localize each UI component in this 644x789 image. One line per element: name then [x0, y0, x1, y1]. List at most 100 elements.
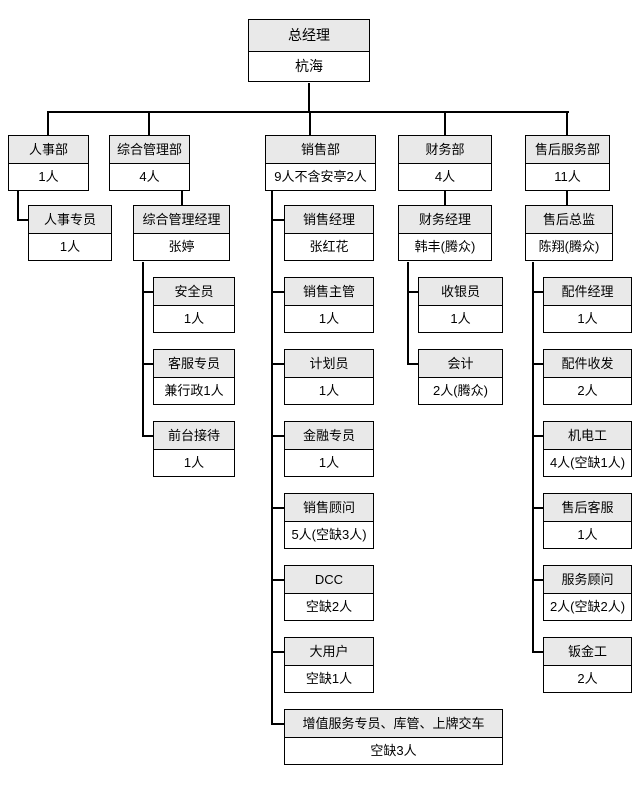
node-mechanic: 机电工 4人(空缺1人) — [543, 421, 632, 477]
node-title: 售后总监 — [526, 206, 612, 234]
connector-admin-manager — [181, 191, 183, 205]
connector-trunk-sales — [271, 191, 273, 725]
node-value: 空缺2人 — [305, 599, 353, 614]
node-value: 陈翔(腾众) — [538, 239, 600, 254]
node-aftersales-service: 售后客服 1人 — [543, 493, 632, 549]
node-admin-dept: 综合管理部 4人 — [109, 135, 190, 191]
node-sales-consultant: 销售顾问 5人(空缺3人) — [284, 493, 374, 549]
connector-elbow-panel-beater — [532, 651, 543, 653]
node-value: 杭海 — [295, 58, 323, 74]
node-dcc: DCC 空缺2人 — [284, 565, 374, 621]
connector-aftersales-director — [566, 191, 568, 205]
node-value: 1人 — [450, 311, 471, 326]
node-value: 韩丰(腾众) — [414, 239, 476, 254]
node-title: 销售部 — [266, 136, 375, 164]
connector-elbow-sales-manager — [271, 219, 284, 221]
node-title: 综合管理部 — [110, 136, 189, 164]
connector-elbow-parts-dispatch — [532, 363, 543, 365]
node-title: 增值服务专员、库管、上牌交车 — [285, 710, 502, 738]
connector-root-stem — [308, 83, 310, 113]
connector-main-horizontal — [48, 111, 569, 113]
node-value-added-services: 增值服务专员、库管、上牌交车 空缺3人 — [284, 709, 503, 765]
node-title: 前台接待 — [154, 422, 234, 450]
connector-stub-sales-dept — [309, 111, 311, 135]
node-hr-dept: 人事部 1人 — [8, 135, 89, 191]
connector-elbow-customer-service — [142, 363, 153, 365]
node-title: 配件收发 — [544, 350, 631, 378]
node-sales-supervisor: 销售主管 1人 — [284, 277, 374, 333]
node-aftersales-director: 售后总监 陈翔(腾众) — [525, 205, 613, 261]
connector-elbow-sales-consultant — [271, 507, 284, 509]
node-title: 销售主管 — [285, 278, 373, 306]
node-hr-specialist: 人事专员 1人 — [28, 205, 112, 261]
node-admin-manager: 综合管理经理 张婷 — [133, 205, 230, 261]
node-value: 2人 — [577, 671, 598, 686]
node-value: 张婷 — [168, 239, 195, 254]
connector-elbow-parts-manager — [532, 291, 543, 293]
node-finance-manager: 财务经理 韩丰(腾众) — [398, 205, 492, 261]
node-value: 2人(腾众) — [433, 383, 488, 398]
connector-stub-admin-dept — [148, 111, 150, 135]
connector-elbow-front-desk — [142, 435, 153, 437]
node-title: 配件经理 — [544, 278, 631, 306]
connector-elbow-service-advisor — [532, 579, 543, 581]
node-parts-manager: 配件经理 1人 — [543, 277, 632, 333]
node-title: 金融专员 — [285, 422, 373, 450]
node-title: 总经理 — [249, 20, 369, 52]
connector-trunk-finance — [407, 262, 409, 365]
node-value: 空缺1人 — [305, 671, 353, 686]
node-value: 空缺3人 — [370, 743, 417, 758]
connector-stub-hr-dept — [47, 111, 49, 135]
connector-elbow-accountant — [407, 363, 418, 365]
node-panel-beater: 钣金工 2人 — [543, 637, 632, 693]
node-key-accounts: 大用户 空缺1人 — [284, 637, 374, 693]
node-accountant: 会计 2人(腾众) — [418, 349, 503, 405]
connector-stub-finance-dept — [444, 111, 446, 135]
node-safety-officer: 安全员 1人 — [153, 277, 235, 333]
node-cashier: 收银员 1人 — [418, 277, 503, 333]
connector-elbow-mechanic — [532, 435, 543, 437]
node-customer-service-specialist: 客服专员 兼行政1人 — [153, 349, 235, 405]
node-value: 11人 — [554, 169, 581, 184]
node-title: 综合管理经理 — [134, 206, 229, 234]
node-finance-dept: 财务部 4人 — [398, 135, 492, 191]
node-title: 售后服务部 — [526, 136, 609, 164]
node-value: 4人 — [434, 169, 456, 184]
node-front-desk: 前台接待 1人 — [153, 421, 235, 477]
node-value: 1人 — [183, 455, 205, 470]
node-service-advisor: 服务顾问 2人(空缺2人) — [543, 565, 632, 621]
node-value: 9人不含安亭2人 — [274, 169, 367, 184]
node-planner: 计划员 1人 — [284, 349, 374, 405]
connector-elbow-cashier — [407, 291, 418, 293]
node-aftersales-dept: 售后服务部 11人 — [525, 135, 610, 191]
node-value: 2人(空缺2人) — [549, 599, 626, 614]
node-value: 2人 — [577, 383, 598, 398]
node-title: 服务顾问 — [544, 566, 631, 594]
node-sales-dept: 销售部 9人不含安亭2人 — [265, 135, 376, 191]
node-title: 大用户 — [285, 638, 373, 666]
connector-stub-aftersales-dept — [566, 111, 568, 135]
connector-trunk-admin — [142, 262, 144, 437]
connector-elbow-sales-supervisor — [271, 291, 284, 293]
node-parts-dispatch: 配件收发 2人 — [543, 349, 632, 405]
node-title: 销售顾问 — [285, 494, 373, 522]
connector-trunk-hr — [17, 191, 19, 221]
node-title: 人事部 — [9, 136, 88, 164]
node-title: 客服专员 — [154, 350, 234, 378]
node-title: 人事专员 — [29, 206, 111, 234]
node-title: 安全员 — [154, 278, 234, 306]
connector-elbow-dcc — [271, 579, 284, 581]
connector-elbow-planner — [271, 363, 284, 365]
connector-elbow-finance-specialist — [271, 435, 284, 437]
connector-trunk-aftersales — [532, 262, 534, 653]
node-title: 财务经理 — [399, 206, 491, 234]
node-value: 5人(空缺3人) — [291, 527, 367, 542]
node-title: 收银员 — [419, 278, 502, 306]
node-value: 4人(空缺1人) — [549, 455, 626, 470]
connector-elbow-aftersales-service — [532, 507, 543, 509]
connector-elbow-hr-specialist — [17, 219, 28, 221]
node-value: 1人 — [59, 239, 81, 254]
connector-elbow-key-accounts — [271, 651, 284, 653]
node-general-manager: 总经理 杭海 — [248, 19, 370, 82]
